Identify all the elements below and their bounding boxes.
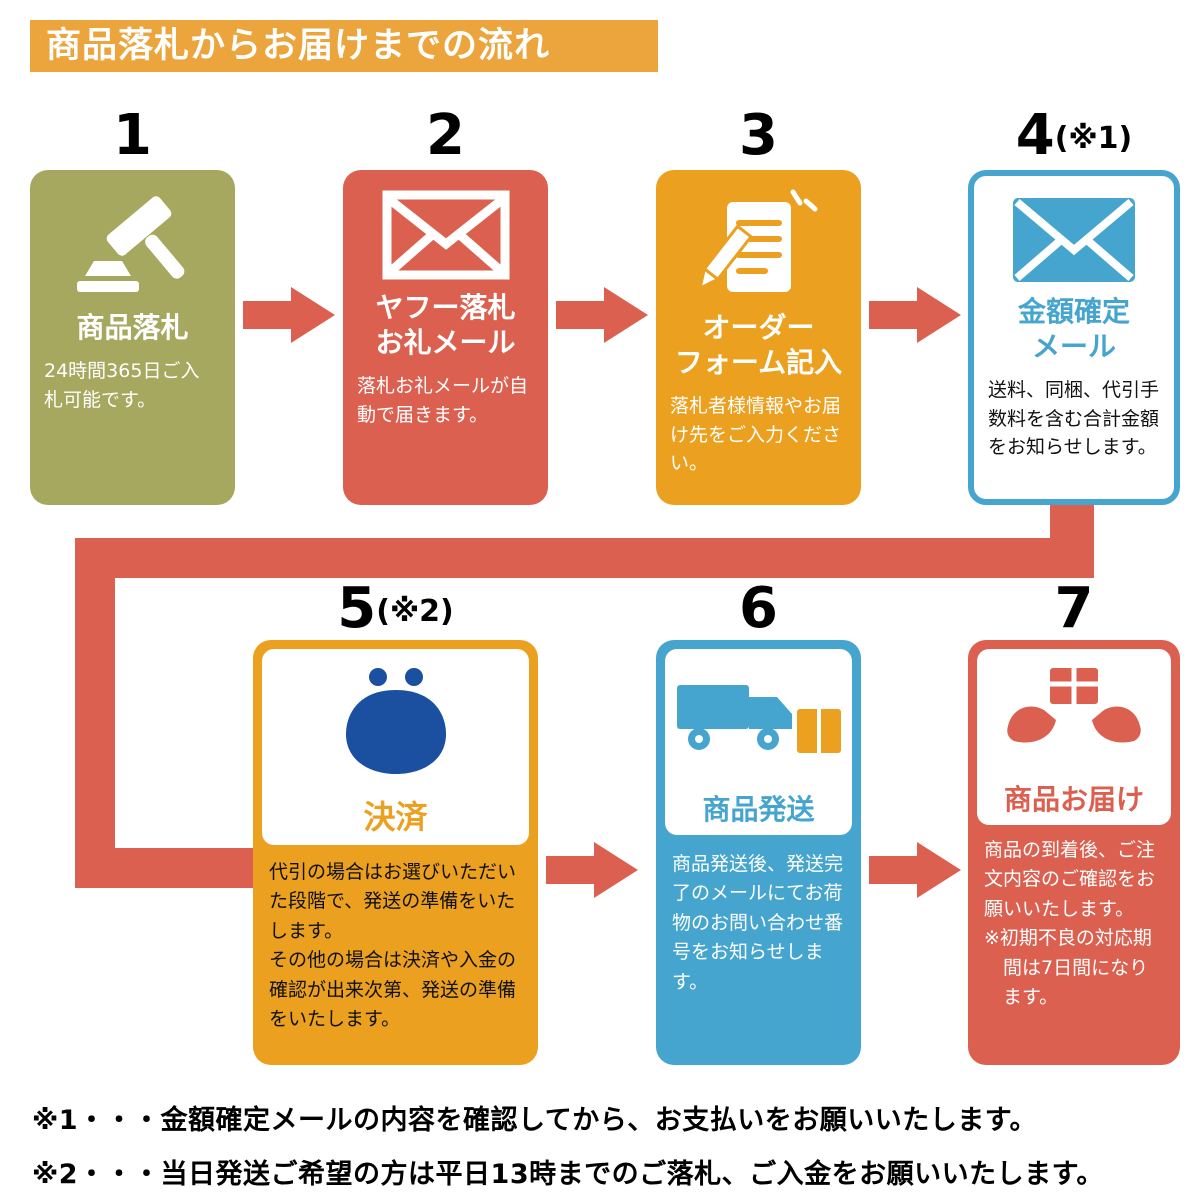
step-card-payment: 決済 代引の場合はお選びいただい た段階で、発送の準備をいた します。 その他の… bbox=[253, 640, 538, 1065]
truck-box-icon bbox=[673, 649, 845, 788]
purse-icon bbox=[337, 649, 455, 793]
step-number-7: 7 bbox=[1054, 576, 1094, 641]
step-title: ヤフー落札 お礼メール bbox=[375, 291, 516, 359]
step-title: 商品発送 bbox=[702, 793, 815, 826]
flow-arrow-right bbox=[243, 287, 335, 343]
icon-panel: 商品発送 bbox=[665, 649, 852, 835]
step-card-order-form: オーダー フォーム記入 落札者様情報やお届 け先をご入力くださ い。 bbox=[656, 170, 861, 505]
footnote-1: ※1・・・金額確定メールの内容を確認してから、お支払いをお願いいたします。 bbox=[32, 1105, 1038, 1136]
icon-panel: 決済 bbox=[262, 649, 529, 845]
step-number-1: 1 bbox=[113, 103, 152, 168]
mail-outline-icon bbox=[380, 186, 512, 284]
flow-arrow-right bbox=[546, 842, 638, 898]
step-number-6: 6 bbox=[739, 576, 778, 641]
step-title: 決済 bbox=[363, 798, 428, 836]
flow-arrow-right bbox=[869, 287, 961, 343]
step-title: 商品落札 bbox=[76, 311, 189, 344]
step-description: 商品の到着後、ご注 文内容のご確認をお 願いいたします。 ※初期不良の対応期 間… bbox=[984, 839, 1156, 1009]
page-title: 商品落札からお届けまでの流れ bbox=[30, 20, 658, 72]
step-description: 送料、同梱、代引手 数料を含む合計金額 をお知らせします。 bbox=[988, 379, 1160, 458]
connector-vertical-left bbox=[75, 538, 115, 888]
step-number-4: 4(※1) bbox=[1015, 103, 1133, 168]
step-description: 落札お礼メールが自 動で届きます。 bbox=[357, 375, 529, 426]
gavel-icon bbox=[65, 186, 200, 304]
form-pencil-icon bbox=[693, 186, 825, 304]
step-title: 商品お届け bbox=[1003, 783, 1144, 816]
step-number-3: 3 bbox=[739, 103, 778, 168]
flow-arrow-right bbox=[556, 287, 648, 343]
connector-horizontal-bottom bbox=[75, 848, 261, 888]
flow-arrow-right bbox=[869, 842, 961, 898]
step-description: 代引の場合はお選びいただい た段階で、発送の準備をいた します。 その他の場合は… bbox=[269, 861, 517, 1031]
delivery-hands-icon bbox=[998, 649, 1150, 778]
step-card-auction-win: 商品落札 24時間365日ご入 札可能です。 bbox=[30, 170, 235, 505]
step-card-thanks-mail: ヤフー落札 お礼メール 落札お礼メールが自 動で届きます。 bbox=[343, 170, 548, 505]
step-number-5: 5(※2) bbox=[337, 576, 454, 641]
step-title: オーダー フォーム記入 bbox=[674, 311, 843, 379]
footnote-2: ※2・・・当日発送ご希望の方は平日13時までのご落札、ご入金をお願いいたします。 bbox=[32, 1159, 1104, 1190]
step-card-delivery: 商品お届け 商品の到着後、ご注 文内容のご確認をお 願いいたします。 ※初期不良… bbox=[968, 640, 1180, 1065]
step-number-2: 2 bbox=[426, 103, 465, 168]
step-description: 落札者様情報やお届 け先をご入力くださ い。 bbox=[670, 395, 842, 474]
icon-panel: 商品お届け bbox=[977, 649, 1171, 825]
mail-solid-icon bbox=[1008, 192, 1140, 288]
step-card-shipping: 商品発送 商品発送後、発送完 了のメールにてお荷 物のお問い合わせ番 号をお知ら… bbox=[656, 640, 861, 1065]
step-description: 24時間365日ご入 札可能です。 bbox=[44, 360, 200, 411]
step-card-price-confirm-mail: 金額確定 メール 送料、同梱、代引手 数料を含む合計金額 をお知らせします。 bbox=[968, 170, 1180, 505]
step-title: 金額確定 メール bbox=[1017, 295, 1130, 363]
connector-horizontal-top bbox=[75, 538, 1094, 578]
step-description: 商品発送後、発送完 了のメールにてお荷 物のお問い合わせ番 号をお知らせします。 bbox=[672, 853, 844, 993]
